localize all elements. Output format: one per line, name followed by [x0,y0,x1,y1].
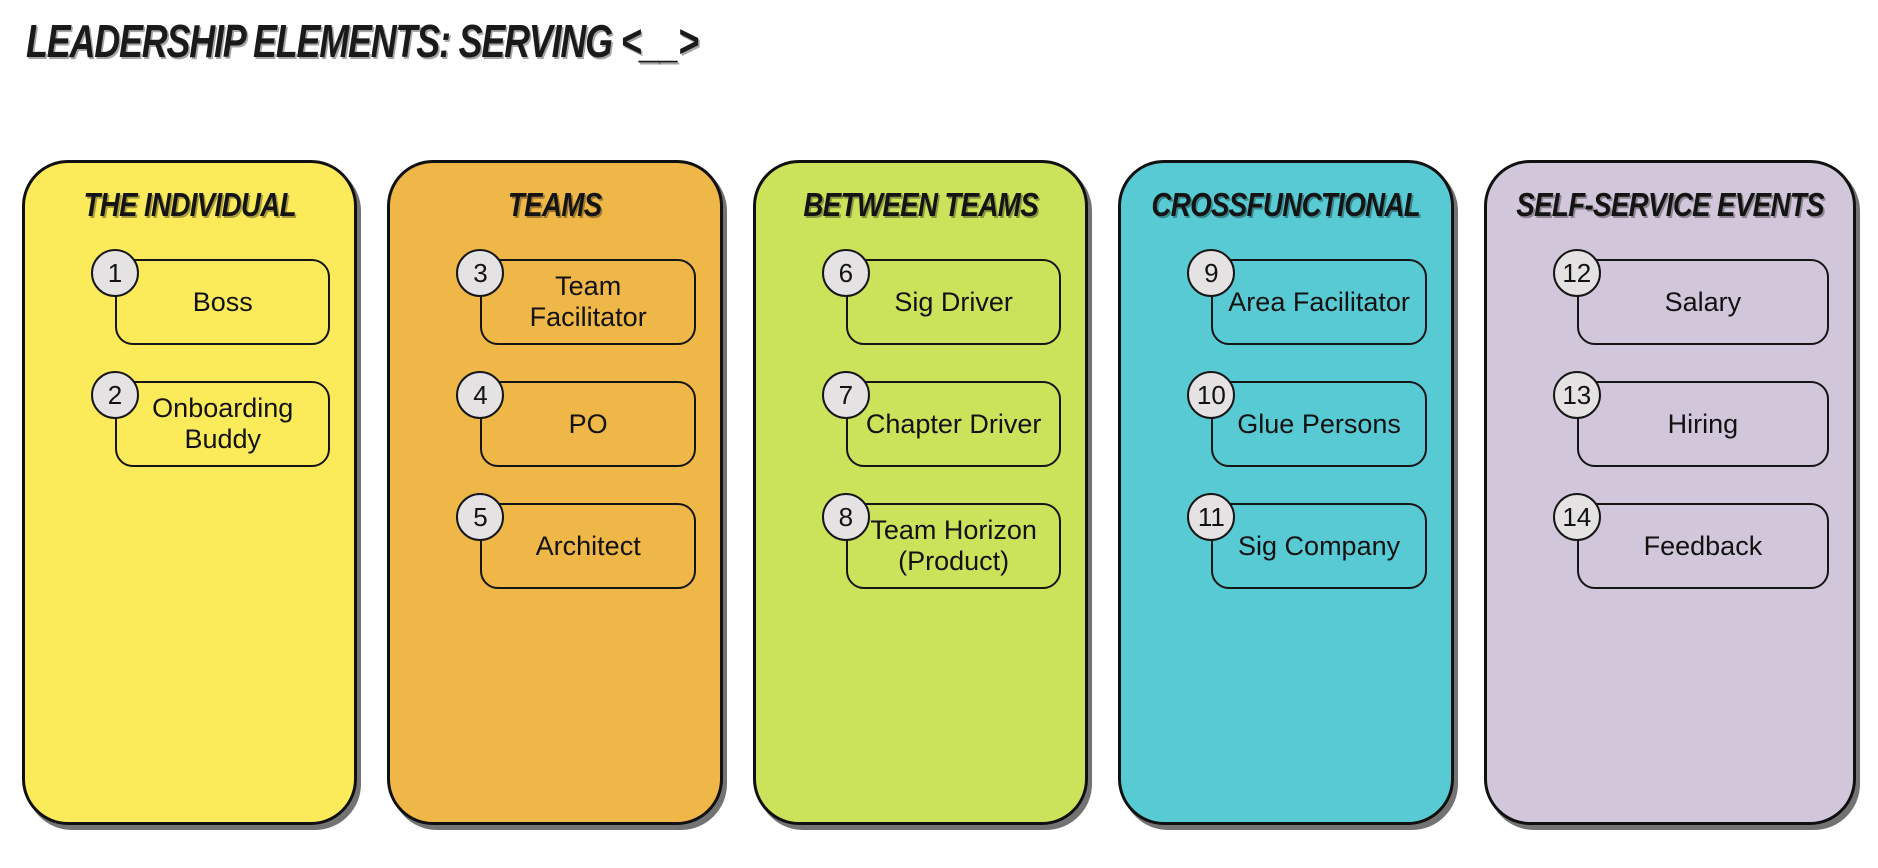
element-card[interactable]: Area Facilitator [1211,259,1427,346]
panel-header: THE INDIVIDUAL [83,186,297,223]
element-number-badge: 10 [1187,371,1236,420]
element-number-badge: 6 [821,249,870,298]
element-number-badge: 4 [456,371,505,420]
element-card[interactable]: Feedback [1576,503,1830,590]
element-card[interactable]: Team Horizon (Product) [845,503,1062,590]
element-label: PO [568,408,608,439]
element-card[interactable]: Onboarding Buddy [115,381,331,468]
element-card[interactable]: Sig Company [1211,503,1427,590]
element-number-badge: 14 [1552,493,1601,542]
element-card[interactable]: Glue Persons [1211,381,1427,468]
element-label: Team Facilitator [529,270,647,333]
element-item[interactable]: Boss 1 [91,249,331,346]
element-number-badge: 9 [1187,249,1236,298]
element-label: Boss [192,286,253,317]
element-item[interactable]: Team Horizon (Product)8 [821,493,1062,590]
element-label: Hiring [1667,408,1739,439]
element-card[interactable]: Salary [1576,259,1830,346]
panel-header: CROSSFUNCTIONAL [1151,186,1421,223]
element-label: Architect [535,530,641,561]
element-item[interactable]: Salary 12 [1552,249,1830,346]
page-title: LEADERSHIP ELEMENTS: SERVING <__> [26,15,699,67]
element-label: Feedback [1643,530,1763,561]
element-item[interactable]: Feedback 14 [1552,493,1830,590]
element-label: Sig Company [1238,530,1401,561]
element-card[interactable]: Hiring [1576,381,1830,468]
element-number-badge: 2 [91,371,139,420]
element-label: Glue Persons [1237,408,1401,439]
element-label: Team Horizon (Product) [870,514,1037,577]
element-number-badge: 1 [91,249,139,298]
element-label: Sig Driver [894,286,1013,317]
element-label: Onboarding Buddy [152,392,294,455]
element-item[interactable]: Sig Driver 6 [821,249,1062,346]
element-item[interactable]: Hiring 13 [1552,371,1830,468]
element-item[interactable]: Onboarding Buddy 2 [91,371,331,468]
element-item[interactable]: PO 4 [456,371,696,468]
element-number-badge: 11 [1187,493,1236,542]
element-number-badge: 12 [1552,249,1601,298]
element-label: Area Facilitator [1228,286,1410,317]
element-number-badge: 3 [456,249,505,298]
element-card[interactable]: Sig Driver [845,259,1062,346]
element-number-badge: 13 [1552,371,1601,420]
element-item[interactable]: Team Facilitator 3 [456,249,696,346]
element-number-badge: 8 [821,493,870,542]
panel-header: SELF-SERVICE EVENTS [1516,186,1824,223]
element-label: Salary [1664,286,1742,317]
element-number-badge: 5 [456,493,505,542]
element-card[interactable]: Architect [480,503,696,590]
element-label: Chapter Driver [865,408,1042,439]
element-card[interactable]: Chapter Driver [845,381,1062,468]
element-item[interactable]: Architect 5 [456,493,696,590]
element-card[interactable]: Boss [115,259,331,346]
panel-header: BETWEEN TEAMS [803,186,1038,223]
element-card[interactable]: PO [480,381,696,468]
panel-header: TEAMS [508,186,603,223]
element-number-badge: 7 [821,371,870,420]
element-card[interactable]: Team Facilitator [480,259,696,346]
